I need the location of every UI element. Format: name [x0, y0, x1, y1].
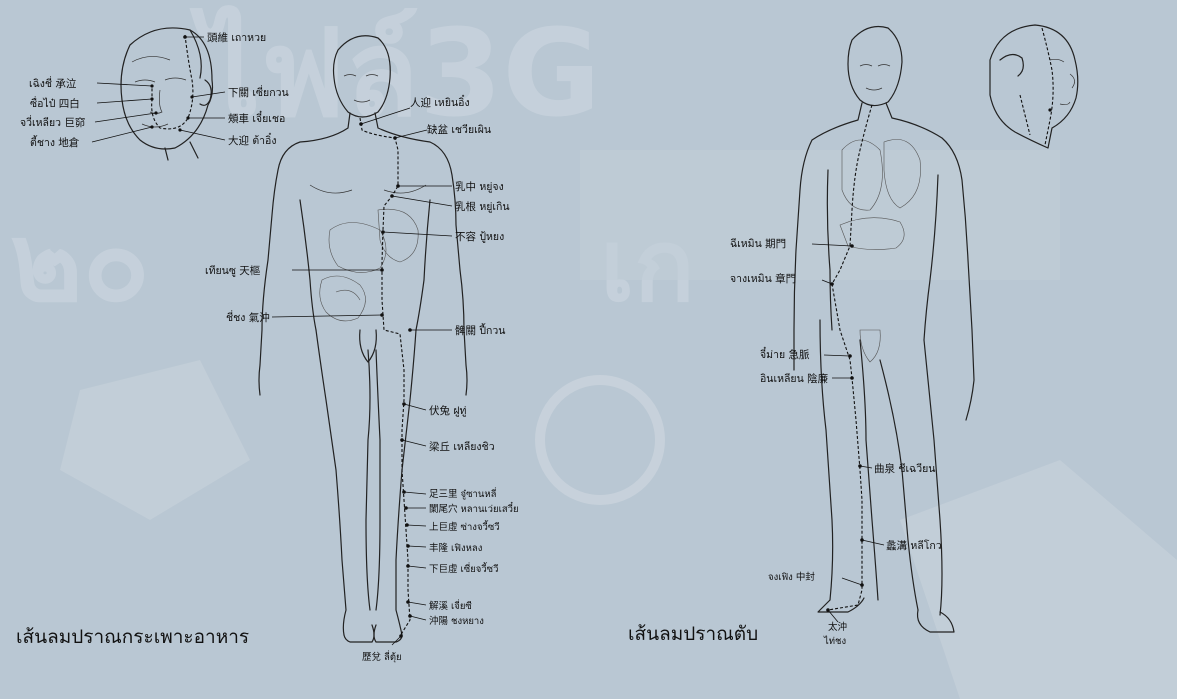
stomach-panel-caption: เส้นลมปราณกระเพาะอาหาร: [16, 626, 249, 648]
point-label-burong: 不容 ปู้หยง: [455, 230, 504, 243]
point-label-yinlian: อินเหลียน 陰廉: [760, 372, 829, 385]
point-label-qimen: ฉีเหมิน 期門: [730, 237, 786, 250]
point-label-chongyang: 沖陽 ชงหยาง: [429, 615, 484, 627]
point-label-futu: 伏兔 ฝูทู่: [429, 404, 466, 417]
point-label-ligou: 蠡溝 หลีโกว: [886, 539, 942, 552]
point-label-ququan: 曲泉 ชีเฉวียน: [874, 462, 935, 475]
point-label-ruzhong: 乳中 หยู่จง: [455, 180, 504, 193]
point-label-juliao: จวี่เหลียว 巨窌: [20, 115, 85, 129]
point-label-renying: 人迎 เหยินอิ๋ง: [410, 94, 470, 109]
point-label-jiexi: 解溪 เจี่ยซี: [429, 599, 472, 612]
point-label-sibai: ซื่อไป๋ 四白: [30, 96, 80, 110]
point-label-lidui: 歷兌 ลี่ตุ้ย: [362, 650, 402, 663]
point-label-taichong-th: ไท่ชง: [823, 635, 846, 647]
point-label-xiajuxu: 下巨虛 เซี่ยจวี้ซวี: [429, 562, 498, 575]
watermark-numeral: ๒๐: [10, 198, 150, 326]
point-label-liangqiu: 梁丘 เหลียงชิว: [429, 440, 495, 453]
point-label-shangjuxu: 上巨虛 ซ่างจวี้ซวี: [429, 520, 500, 533]
point-label-chengqi: เฉิงชี่ 承泣: [29, 76, 77, 90]
point-label-qichong: ชี่ชง 氣沖: [226, 310, 270, 324]
point-label-daying: 大迎 ต้าอิ๋ง: [228, 132, 277, 147]
point-label-zhangmen: จางเหมิน 章門: [730, 272, 796, 285]
point-label-fenglong: 丰隆 เฟิงหลง: [429, 542, 482, 554]
point-label-jiache: 頰車 เจี๋ยเชอ: [228, 110, 285, 125]
point-label-touwei: 頭維 เถาหวย: [207, 31, 266, 44]
point-label-biguan: 髀關 ปี้กวน: [455, 323, 505, 337]
point-label-taichong-cn: 太沖: [828, 621, 847, 633]
point-label-jimai: จี๋ม่าย 急脈: [760, 346, 810, 361]
point-label-zhongfeng: จงเฟิง 中封: [768, 571, 815, 583]
point-label-lanwei: 闌尾穴 หลานเว่ยเสวี๋ย: [429, 502, 519, 515]
point-label-dicang: ตี้ชาง 地倉: [30, 135, 80, 149]
watermark-table-shape: [580, 150, 1060, 280]
point-label-quepen: 缺盆 เชวียเผิน: [427, 123, 491, 136]
liver-panel-caption: เส้นลมปราณตับ: [628, 623, 758, 645]
point-label-xiaguan: 下關 เซี่ยกวน: [228, 85, 289, 99]
point-label-zusanli: 足三里 จู๋ซานหลี่: [429, 487, 497, 500]
point-label-rugen: 乳根 หยู่เกิน: [455, 200, 510, 213]
point-label-tianshu: เทียนซู 天樞: [205, 264, 261, 277]
